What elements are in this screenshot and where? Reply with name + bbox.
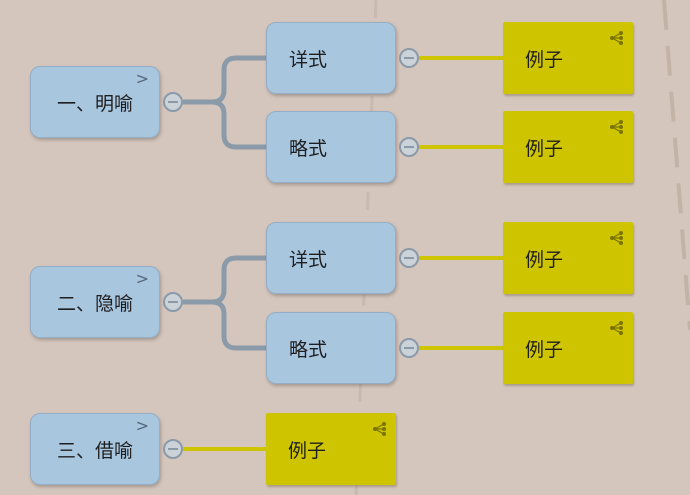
subtopic-label: 详式: [289, 248, 328, 271]
collapse-toggle-icon[interactable]: [399, 137, 419, 157]
branch-icon: [610, 231, 623, 245]
branch-icon: [373, 422, 386, 436]
example-node[interactable]: 例子: [503, 312, 633, 384]
subtopic-node[interactable]: 略式: [266, 312, 396, 384]
example-node[interactable]: 例子: [503, 111, 633, 183]
subtopic-node[interactable]: 略式: [266, 111, 396, 183]
subtopic-label: 略式: [289, 338, 328, 361]
topic-node-3[interactable]: 三、借喻 >: [30, 413, 160, 485]
background-dash-line: [662, 0, 690, 331]
connector-group-1: [183, 55, 266, 150]
collapse-toggle-icon[interactable]: [399, 248, 419, 268]
example-label: 例子: [525, 137, 564, 160]
branch-icon: [610, 321, 623, 335]
chevron-right-icon[interactable]: >: [135, 69, 149, 88]
subtopic-label: 略式: [289, 137, 328, 160]
chevron-right-icon[interactable]: >: [135, 416, 149, 435]
topic-label: 二、隐喻: [56, 292, 133, 315]
topic-label: 三、借喻: [56, 439, 133, 462]
collapse-toggle-icon[interactable]: [163, 92, 183, 112]
example-node[interactable]: 例子: [503, 22, 633, 94]
collapse-toggle-icon[interactable]: [399, 338, 419, 358]
example-node[interactable]: 例子: [266, 413, 396, 485]
chevron-right-icon[interactable]: >: [135, 269, 149, 288]
subtopic-node[interactable]: 详式: [266, 22, 396, 94]
example-label: 例子: [525, 48, 564, 71]
branch-icon: [610, 120, 623, 134]
subtopic-label: 详式: [289, 48, 328, 71]
collapse-toggle-icon[interactable]: [399, 48, 419, 68]
topic-label: 一、明喻: [56, 92, 133, 115]
topic-node-2[interactable]: 二、隐喻 >: [30, 266, 160, 338]
example-label: 例子: [525, 338, 564, 361]
connector-group-2: [183, 255, 266, 351]
collapse-toggle-icon[interactable]: [163, 439, 183, 459]
example-label: 例子: [288, 439, 327, 462]
example-label: 例子: [525, 248, 564, 271]
branch-icon: [610, 31, 623, 45]
subtopic-node[interactable]: 详式: [266, 222, 396, 294]
topic-node-1[interactable]: 一、明喻 >: [30, 66, 160, 138]
collapse-toggle-icon[interactable]: [163, 292, 183, 312]
example-node[interactable]: 例子: [503, 222, 633, 294]
